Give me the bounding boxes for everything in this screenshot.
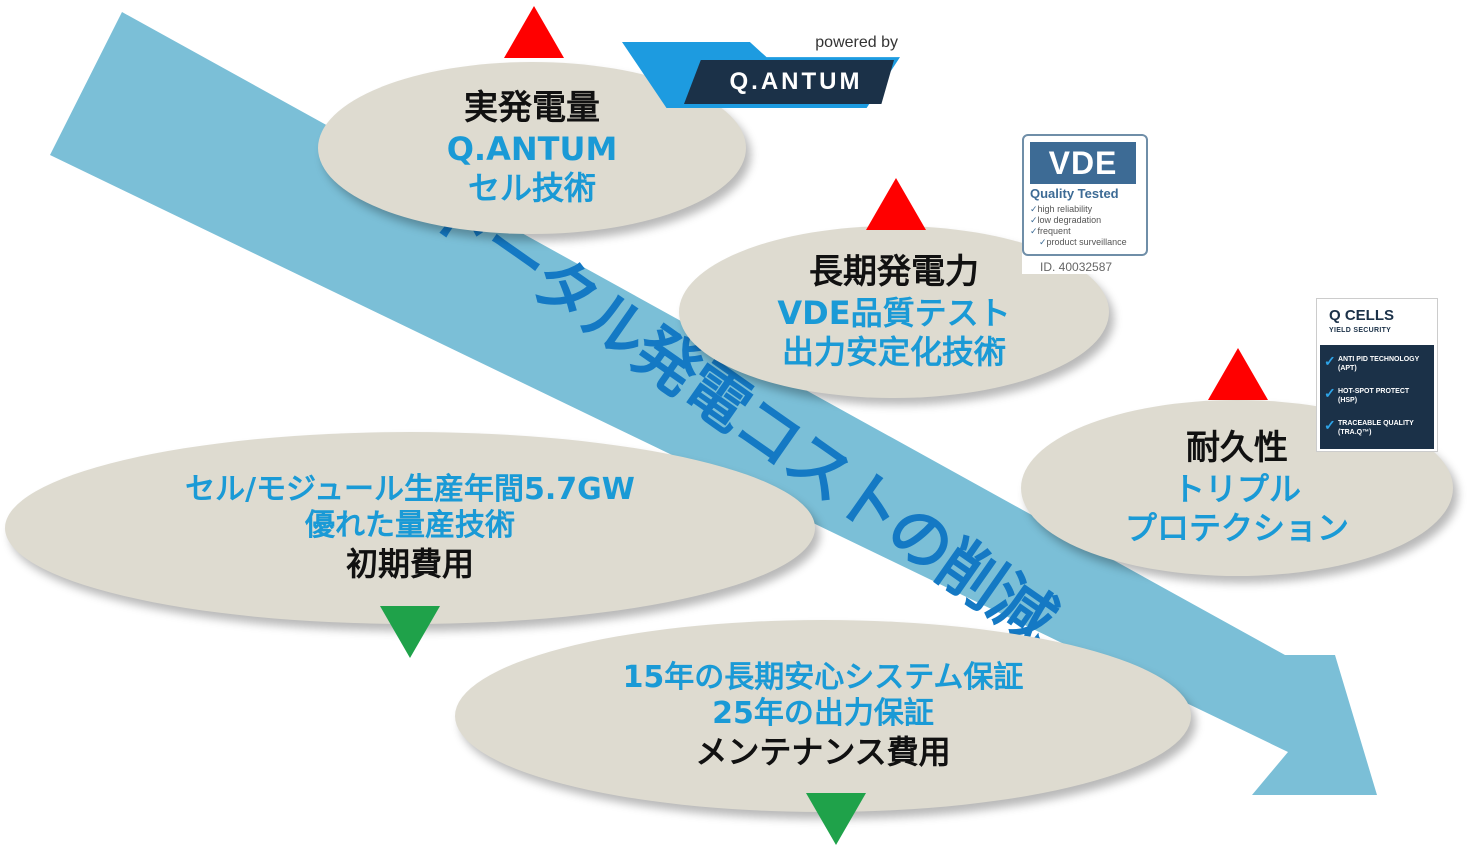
qcells-logo: Q CELLS bbox=[1329, 307, 1395, 324]
qantum-powered-by: powered by bbox=[815, 34, 898, 51]
qcells-yield-security-label: YIELD SECURITY bbox=[1329, 327, 1392, 334]
qantum-brand-text: Q.ANTUM bbox=[729, 68, 863, 95]
up-triangle-yield bbox=[504, 6, 564, 58]
qcells-feature-title: ANTI PID TECHNOLOGY bbox=[1338, 356, 1420, 363]
up-triangle-long-term bbox=[866, 178, 926, 230]
checkmark-icon: ✓ bbox=[1324, 353, 1336, 369]
bubble-actual-yield-line2: セル技術 bbox=[467, 168, 596, 207]
qcells-feature-abbr: (HSP) bbox=[1338, 397, 1358, 404]
vde-logo: VDE bbox=[1030, 142, 1136, 184]
vde-feature-item: low degradation bbox=[1030, 215, 1127, 226]
bubble-durability-title: 耐久性 bbox=[1186, 428, 1288, 469]
qantum-badge-plate: Q.ANTUM bbox=[684, 60, 894, 104]
qcells-yield-security-badge: Q CELLS YIELD SECURITY ✓ ANTI PID TECHNO… bbox=[1316, 298, 1438, 452]
qcells-feature-title: TRACEABLE QUALITY bbox=[1338, 420, 1414, 427]
vde-feature-item: product surveillance bbox=[1030, 237, 1127, 248]
vde-quality-tested: Quality Tested bbox=[1030, 186, 1119, 201]
bubble-long-term-power: 長期発電力 VDE品質テスト 出力安定化技術 bbox=[679, 226, 1109, 398]
down-triangle-initial-cost bbox=[380, 606, 440, 658]
bubble-initial-cost-line1: セル/モジュール生産年間5.7GW bbox=[185, 471, 635, 507]
bubble-long-term-power-line1: VDE品質テスト bbox=[777, 293, 1011, 332]
bubble-initial-cost-line2: 優れた量産技術 bbox=[305, 508, 515, 544]
qcells-feature-abbr: (TRA.Q™) bbox=[1338, 429, 1372, 436]
down-triangle-maintenance-cost bbox=[806, 793, 866, 845]
bubble-initial-cost: セル/モジュール生産年間5.7GW 優れた量産技術 初期費用 bbox=[5, 432, 815, 624]
checkmark-icon: ✓ bbox=[1324, 385, 1336, 401]
bubble-maintenance-cost-line1: 15年の長期安心システム保証 bbox=[622, 659, 1024, 695]
vde-feature-item: high reliability bbox=[1030, 204, 1127, 215]
bubble-maintenance-cost-title: メンテナンス費用 bbox=[695, 733, 951, 772]
bubble-maintenance-cost-line2: 25年の出力保証 bbox=[712, 696, 934, 732]
qcells-feature-traq: ✓ TRACEABLE QUALITY (TRA.Q™) bbox=[1324, 417, 1432, 437]
qcells-feature-hsp: ✓ HOT-SPOT PROTECT (HSP) bbox=[1324, 385, 1432, 405]
up-triangle-durability bbox=[1208, 348, 1268, 400]
qcells-feature-title: HOT-SPOT PROTECT bbox=[1338, 388, 1410, 395]
vde-certificate-id: ID. 40032587 bbox=[1040, 260, 1113, 274]
bubble-actual-yield-title: 実発電量 bbox=[464, 88, 600, 129]
bubble-durability-line2: プロテクション bbox=[1124, 508, 1349, 547]
qcells-feature-panel: ✓ ANTI PID TECHNOLOGY (APT) ✓ HOT-SPOT P… bbox=[1320, 345, 1434, 449]
qcells-feature-apt: ✓ ANTI PID TECHNOLOGY (APT) bbox=[1324, 353, 1432, 373]
qcells-feature-abbr: (APT) bbox=[1338, 365, 1357, 372]
vde-feature-list: high reliability low degradation frequen… bbox=[1030, 204, 1127, 248]
bubble-maintenance-cost: 15年の長期安心システム保証 25年の出力保証 メンテナンス費用 bbox=[455, 620, 1191, 812]
bubble-long-term-power-title: 長期発電力 bbox=[809, 252, 979, 293]
bubble-long-term-power-line2: 出力安定化技術 bbox=[781, 332, 1006, 371]
checkmark-icon: ✓ bbox=[1324, 417, 1336, 433]
bubble-actual-yield-line1: Q.ANTUM bbox=[446, 129, 618, 168]
vde-feature-item: frequent bbox=[1030, 226, 1127, 237]
qantum-badge: powered by Q.ANTUM bbox=[622, 34, 900, 108]
bubble-durability-line1: トリプル bbox=[1172, 469, 1301, 508]
bubble-initial-cost-title: 初期費用 bbox=[345, 545, 474, 584]
vde-quality-badge: VDE Quality Tested high reliability low … bbox=[1022, 134, 1148, 274]
